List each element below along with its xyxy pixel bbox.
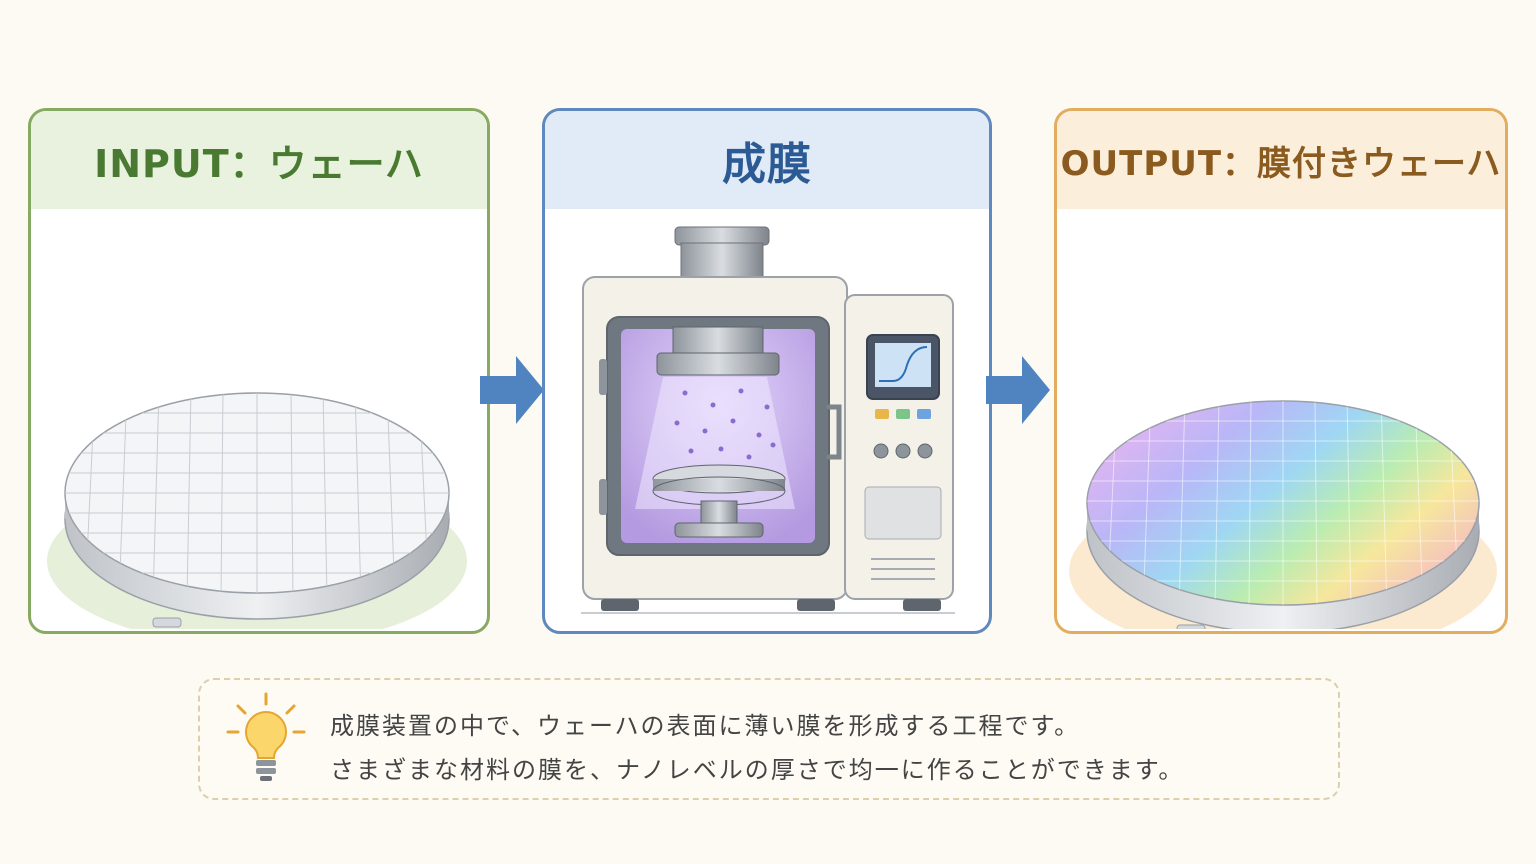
input-panel-title: INPUT：ウェーハ: [31, 111, 487, 209]
output-panel: OUTPUT：膜付きウェーハ: [1054, 108, 1508, 634]
arrow-right-icon: [986, 356, 1050, 424]
explanation-note: 成膜装置の中で、ウェーハの表面に薄い膜を形成する工程です。 さまざまな材料の膜を…: [198, 678, 1340, 800]
note-line-2: さまざまな材料の膜を、ナノレベルの厚さで均一に作ることができます。: [330, 756, 1185, 784]
lightbulb-icon: [226, 692, 306, 781]
wafer-icon: [47, 392, 467, 629]
output-panel-title: OUTPUT：膜付きウェーハ: [1057, 111, 1505, 209]
arrow-right-icon: [480, 356, 544, 424]
input-panel: INPUT：ウェーハ: [28, 108, 490, 634]
note-line-1: 成膜装置の中で、ウェーハの表面に薄い膜を形成する工程です。: [330, 712, 1081, 740]
deposition-panel: 成膜: [542, 108, 992, 634]
deposition-machine-icon: [581, 226, 955, 614]
coated-wafer-icon: [1069, 400, 1497, 629]
deposition-panel-title: 成膜: [545, 111, 989, 209]
